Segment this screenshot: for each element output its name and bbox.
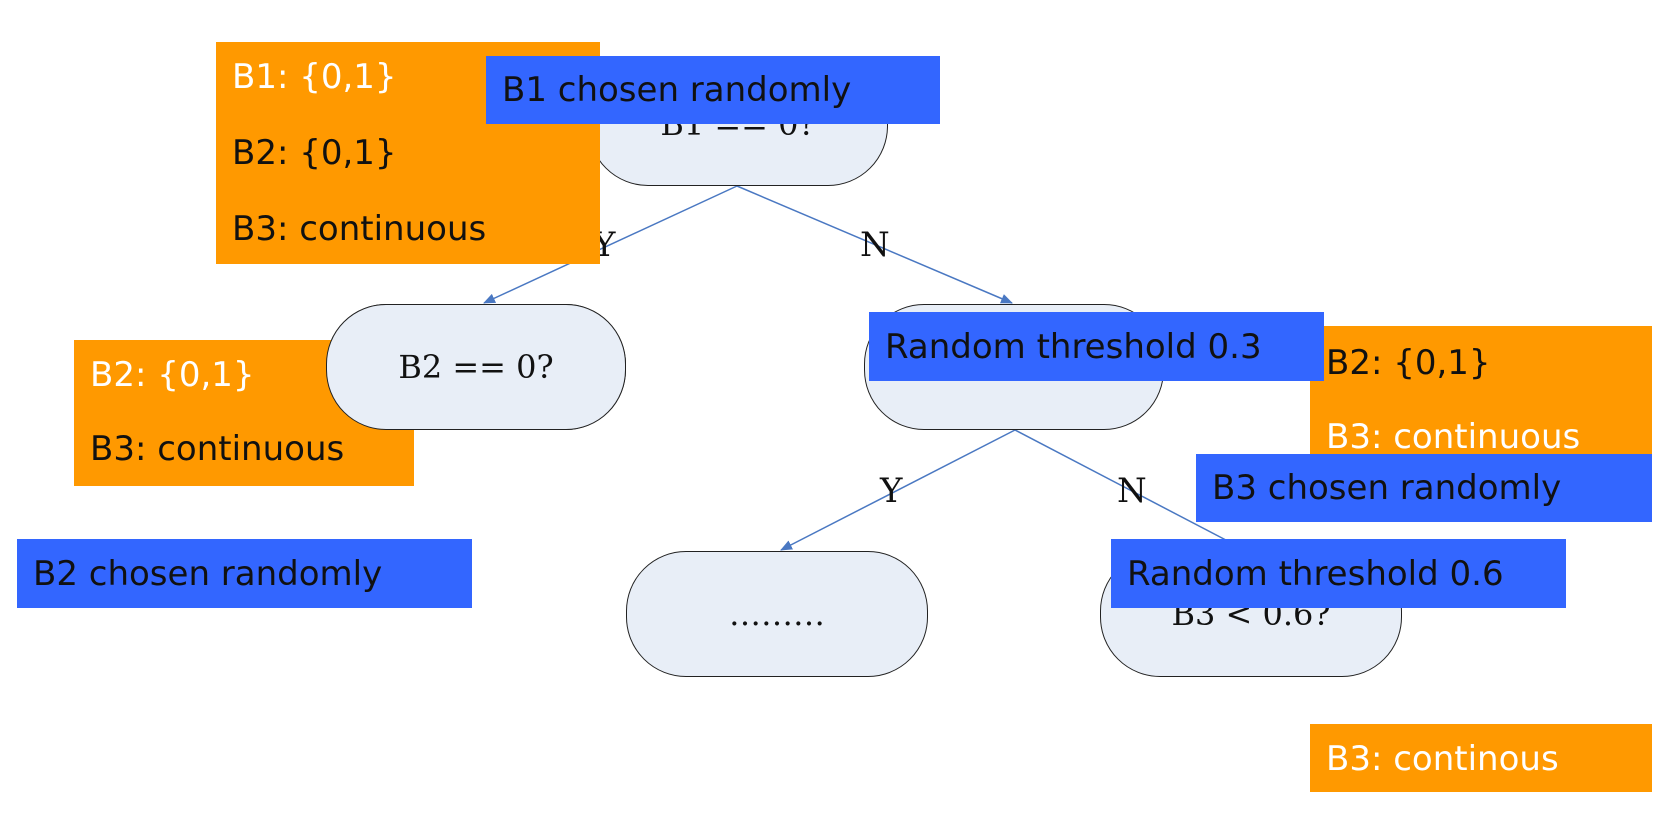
feature-b2: B2: {0,1} xyxy=(90,355,255,395)
b2-chosen-callout: B2 chosen randomly xyxy=(17,539,472,608)
edge-label-right-right: N xyxy=(1117,471,1147,511)
edge-right-left xyxy=(780,429,1016,551)
right-feature-set: B2: {0,1} B3: continuous xyxy=(1310,326,1652,454)
edge-root-right xyxy=(736,185,1013,304)
feature-b2: B2: {0,1} xyxy=(232,133,397,173)
b1-chosen-callout: B1 chosen randomly xyxy=(486,56,940,124)
edge-right-right xyxy=(1014,429,1246,551)
feature-b3: B3: continuous xyxy=(1326,417,1581,457)
bottom-feature-set: B3: continous xyxy=(1310,724,1652,792)
threshold-03-callout: Random threshold 0.3 xyxy=(869,312,1324,381)
edge-label-right-left: Y xyxy=(880,471,903,511)
feature-b1: B1: {0,1} xyxy=(232,57,397,97)
b3-chosen-callout: B3 chosen randomly xyxy=(1196,454,1652,522)
bottom-left-node: ……… xyxy=(626,551,928,677)
feature-b3: B3: continuous xyxy=(90,429,345,469)
feature-b3: B3: continous xyxy=(1326,739,1559,779)
feature-b3: B3: continuous xyxy=(232,209,487,249)
edge-label-root-right: N xyxy=(860,225,890,265)
left-node-overlay: B2 == 0? xyxy=(326,304,626,430)
feature-b2: B2: {0,1} xyxy=(1326,343,1491,383)
edge-root-left xyxy=(483,185,738,304)
threshold-06-callout: Random threshold 0.6 xyxy=(1111,539,1566,608)
root-feature-set: B1: {0,1} B2: {0,1} B3: continuous xyxy=(216,42,600,264)
